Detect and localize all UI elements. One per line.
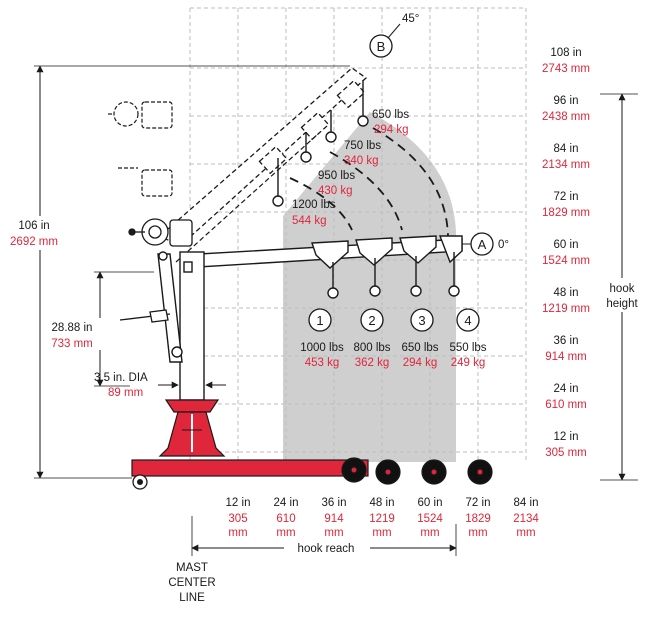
position-a-label: A <box>478 237 487 252</box>
raised-load-2-kg: 340 kg <box>344 155 379 167</box>
raised-boom <box>158 67 368 247</box>
mast-center-line-3: LINE <box>179 592 205 604</box>
level-capacity-labels: 1 2 3 4 1000 lbs 453 kg 800 lbs 362 kg 6… <box>300 313 487 369</box>
reach-tick-60-mm: 1524 <box>417 513 443 525</box>
leg-wheels <box>341 457 493 485</box>
level-pos-2: 2 <box>368 313 375 328</box>
winch <box>128 218 193 247</box>
reach-tick-48-in: 48 in <box>370 497 395 509</box>
level-load-4-lbs: 550 lbs <box>449 342 486 354</box>
overall-height-mm: 2692 mm <box>10 236 58 248</box>
reach-tick-72-unit: mm <box>468 527 487 539</box>
mast-dia-in: 3.5 in. DIA <box>94 372 148 384</box>
raised-load-1-kg: 294 kg <box>374 124 409 136</box>
leg-height-in: 28.88 in <box>52 322 93 334</box>
level-pos-1: 1 <box>316 313 323 328</box>
height-tick-48-in: 48 in <box>554 287 579 299</box>
level-load-3-kg: 294 kg <box>403 357 438 369</box>
reach-tick-36-mm: 914 <box>324 513 344 525</box>
base-stand <box>158 399 226 457</box>
mast-center-line-2: CENTER <box>168 577 215 589</box>
height-tick-48-mm: 1219 mm <box>542 303 590 315</box>
raised-load-3-lbs: 950 lbs <box>318 170 355 182</box>
reach-tick-12-mm: 305 <box>228 513 247 525</box>
position-b-marker <box>369 34 393 58</box>
reach-scale: 12 in 305 mm 24 in 610 mm 36 in 914 mm 4… <box>226 497 540 539</box>
height-tick-108-mm: 2743 mm <box>542 63 590 75</box>
raised-hooks <box>272 80 369 207</box>
level-position-badges <box>308 308 480 332</box>
level-load-4-kg: 249 kg <box>451 357 486 369</box>
mast-center-line-1: MAST <box>176 562 208 574</box>
position-b-label: B <box>377 39 386 54</box>
hydraulic-ram <box>157 251 183 363</box>
height-tick-36-mm: 914 mm <box>545 351 587 363</box>
hook-reach-label: hook reach <box>298 543 355 555</box>
pump-handle <box>119 309 171 323</box>
lift-zone <box>283 112 457 462</box>
reach-tick-24-in: 24 in <box>274 497 299 509</box>
height-tick-24-in: 24 in <box>554 383 579 395</box>
reach-tick-72-in: 72 in <box>466 497 491 509</box>
leg-height-mm: 733 mm <box>51 338 93 350</box>
reach-tick-48-unit: mm <box>372 527 391 539</box>
height-scale: 108 in 2743 mm 96 in 2438 mm 84 in 2134 … <box>542 47 590 459</box>
level-load-1-lbs: 1000 lbs <box>300 342 344 354</box>
level-boom <box>181 235 463 269</box>
height-tick-12-mm: 305 mm <box>545 447 587 459</box>
level-load-2-kg: 362 kg <box>355 357 390 369</box>
mast <box>179 251 205 401</box>
raised-load-3-kg: 430 kg <box>318 185 353 197</box>
angle-level: 0° <box>498 239 509 251</box>
height-tick-108-in: 108 in <box>550 47 581 59</box>
level-load-2-lbs: 800 lbs <box>353 342 390 354</box>
height-tick-84-in: 84 in <box>554 143 579 155</box>
level-pos-3: 3 <box>418 313 425 328</box>
height-tick-60-mm: 1524 mm <box>542 255 590 267</box>
height-tick-72-in: 72 in <box>554 191 579 203</box>
reach-tick-12-unit: mm <box>228 527 247 539</box>
height-tick-72-mm: 1829 mm <box>542 207 590 219</box>
raised-capacity-labels: 650 lbs 294 kg 750 lbs 340 kg 950 lbs 43… <box>292 109 409 227</box>
raised-load-4-kg: 544 kg <box>292 215 327 227</box>
reach-tick-60-unit: mm <box>420 527 439 539</box>
winch-alt-positions <box>108 101 173 197</box>
reach-tick-24-mm: 610 <box>276 513 295 525</box>
level-load-3-lbs: 650 lbs <box>401 342 438 354</box>
raised-load-4-lbs: 1200 lbs <box>292 199 336 211</box>
height-tick-84-mm: 2134 mm <box>542 159 590 171</box>
reach-tick-48-mm: 1219 <box>369 513 395 525</box>
height-tick-96-mm: 2438 mm <box>542 111 590 123</box>
reach-tick-24-unit: mm <box>276 527 295 539</box>
angle-top: 45° <box>402 13 419 25</box>
height-tick-24-mm: 610 mm <box>545 399 587 411</box>
reach-tick-72-mm: 1829 <box>465 513 491 525</box>
level-hooks <box>327 252 460 299</box>
base-leg <box>131 459 369 490</box>
reach-tick-12-in: 12 in <box>226 497 251 509</box>
height-tick-96-in: 96 in <box>554 95 579 107</box>
reach-tick-84-mm: 2134 <box>513 513 539 525</box>
height-tick-60-in: 60 in <box>554 239 579 251</box>
hook-height-label-2: height <box>606 298 638 310</box>
reach-arcs <box>289 127 449 237</box>
reach-tick-36-unit: mm <box>324 527 343 539</box>
raised-load-1-lbs: 650 lbs <box>372 109 409 121</box>
reach-tick-84-unit: mm <box>516 527 535 539</box>
overall-height-in: 106 in <box>18 220 49 232</box>
reach-tick-36-in: 36 in <box>322 497 347 509</box>
reach-tick-84-in: 84 in <box>514 497 539 509</box>
level-pos-4: 4 <box>464 313 471 328</box>
hook-height-label-1: hook <box>610 283 635 295</box>
mast-dia-mm: 89 mm <box>108 387 143 399</box>
raised-load-2-lbs: 750 lbs <box>344 140 381 152</box>
height-tick-12-in: 12 in <box>554 431 579 443</box>
height-tick-36-in: 36 in <box>554 335 579 347</box>
reach-tick-60-in: 60 in <box>418 497 443 509</box>
level-load-1-kg: 453 kg <box>305 357 340 369</box>
